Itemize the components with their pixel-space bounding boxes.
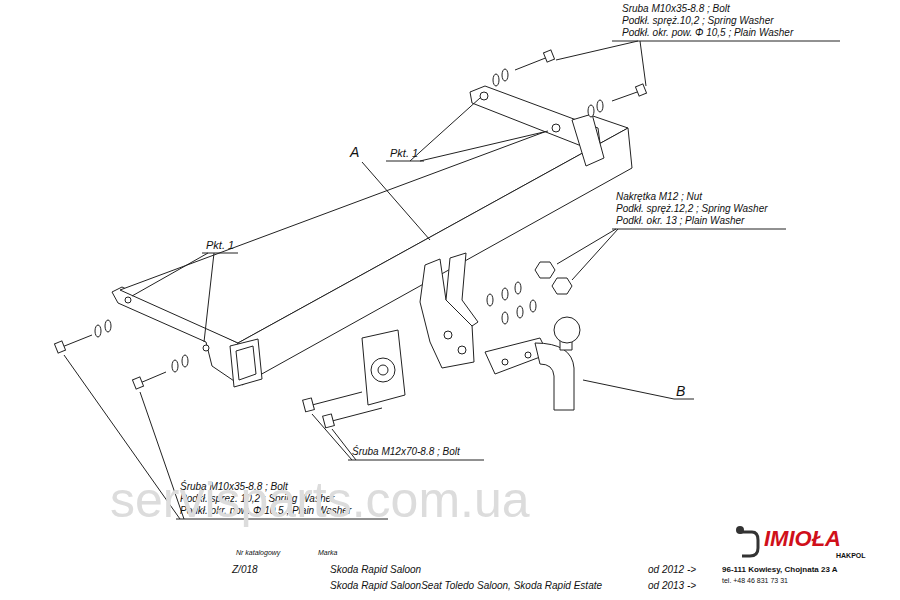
vehicle-model: Skoda Rapid Saloon — [330, 564, 421, 576]
logo-hook — [740, 532, 758, 556]
table-header: Nr katalogowy — [236, 549, 280, 557]
bolt-hole — [203, 345, 209, 351]
part-note: Śruba M12x70-8.8 ; Bolt — [352, 446, 460, 458]
part-note: Nakrętka M12 ; Nut — [616, 191, 702, 203]
bolt-hole — [502, 359, 508, 365]
socket — [371, 358, 395, 382]
phone: tel. +48 46 831 73 31 — [722, 577, 788, 585]
callout-letter: B — [676, 383, 685, 399]
brand-subtitle: HAKPOL — [836, 552, 866, 560]
model-year: od 2013 -> — [648, 580, 696, 592]
table-header: Marka — [318, 549, 337, 557]
beam-end — [230, 339, 262, 387]
beam-opening — [236, 346, 256, 380]
logo-hook — [736, 526, 744, 534]
part-note: Podkł. spręż.10,2 ; Spring Washer — [622, 15, 774, 27]
catalog-number: Z/018 — [232, 564, 258, 576]
bolt-hole — [525, 352, 531, 358]
callout-letter: A — [350, 144, 359, 160]
bolt-set — [493, 50, 647, 117]
bolt-hole — [125, 297, 131, 303]
socket-plate — [362, 330, 405, 405]
bolt-set — [54, 320, 188, 389]
bolt-hole — [458, 346, 466, 354]
part-note: Podkł. okr. pow. Φ 10,5 ; Plain Washer — [622, 27, 793, 39]
callout-label: Pkt. 1 — [390, 147, 418, 160]
right-end-plate — [572, 114, 604, 166]
bolt-set — [303, 392, 382, 428]
model-year: od 2012 -> — [648, 564, 696, 576]
part-note: Sruba M10x35-8.8 ; Bolt — [622, 3, 730, 15]
beam-front — [238, 128, 632, 385]
bolt-hole — [480, 92, 488, 100]
vehicle-model: Skoda Rapid SaloonSeat Toledo Saloon, Sk… — [330, 580, 602, 592]
nut-set — [487, 262, 572, 324]
bolt-hole — [552, 124, 560, 132]
hook-neck — [535, 343, 574, 410]
address: 96-111 Kowiesy, Chojnata 23 A — [722, 565, 838, 574]
callout-label: Pkt. 1 — [206, 239, 234, 252]
part-note: Podkł. okr. 13 ; Plain Washer — [616, 215, 744, 227]
socket — [378, 365, 388, 375]
tow-ball — [554, 317, 580, 343]
leader-lines — [64, 41, 840, 519]
bolt-hole — [444, 331, 452, 339]
part-note: Podkł. spręż.12,2 ; Spring Washer — [616, 203, 768, 215]
hook-bracket — [446, 253, 478, 326]
brand-logo: IMIOŁA — [764, 526, 841, 551]
watermark: servisparts.com.ua — [110, 472, 530, 530]
